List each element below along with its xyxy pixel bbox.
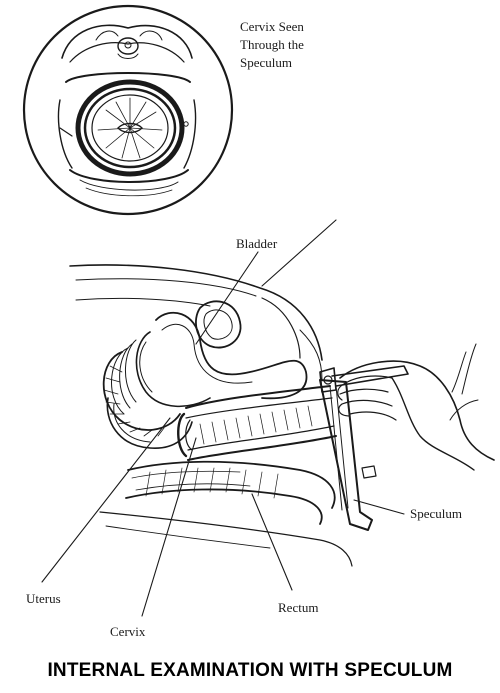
leader-lines: [41, 219, 405, 617]
inset-caption: Cervix Seen Through the Speculum: [240, 18, 304, 72]
inset-caption-line-1: Cervix Seen: [240, 19, 304, 34]
pelvic-cross-section: [69, 264, 353, 567]
label-rectum: Rectum: [278, 600, 319, 615]
label-bladder: Bladder: [236, 236, 278, 251]
label-cervix: Cervix: [110, 624, 146, 639]
page-title: INTERNAL EXAMINATION WITH SPECULUM: [47, 660, 453, 681]
uterus-leader: [41, 417, 171, 583]
cervix-leader: [141, 437, 197, 617]
bladder-leader: [195, 251, 259, 345]
label-uterus: Uterus: [26, 591, 61, 606]
inset-caption-line-3: Speculum: [240, 55, 292, 70]
rectum-leader: [251, 493, 293, 591]
inset-caption-line-2: Through the: [240, 37, 304, 52]
abdomen-outline-line: [261, 219, 337, 287]
label-speculum: Speculum: [410, 506, 462, 521]
speculum-instrument: [319, 365, 409, 531]
gloved-hand: [337, 343, 495, 471]
speculum-leader: [353, 499, 405, 515]
inset-cervix-view: [22, 4, 234, 216]
